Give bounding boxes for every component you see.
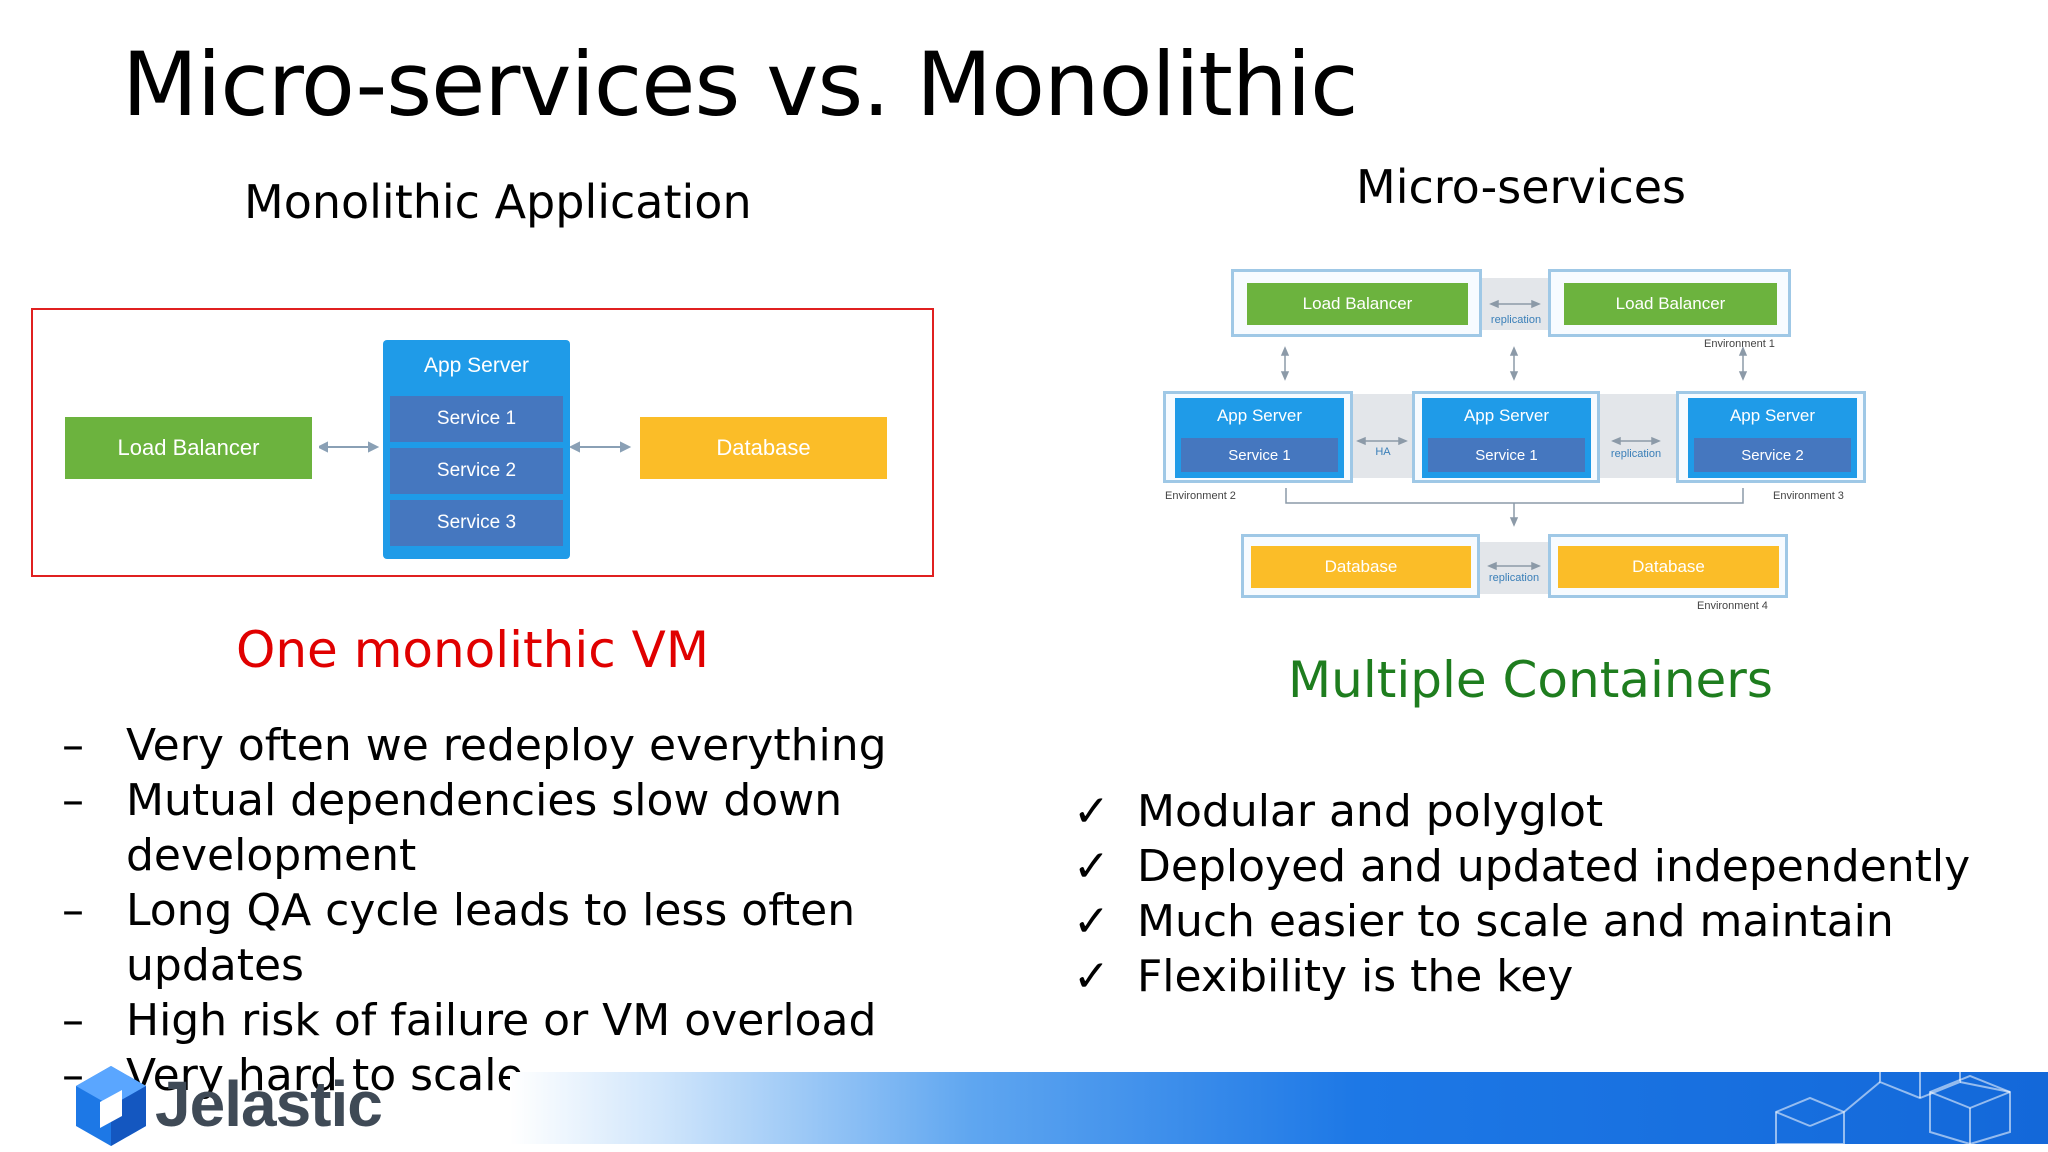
micro-service-1a: Service 1: [1181, 438, 1338, 472]
dash-bullet: –: [62, 775, 84, 826]
environment-3-label: Environment 3: [1773, 490, 1844, 502]
cons-list: –Very often we redeploy everything –Mutu…: [62, 718, 1002, 1103]
list-item: –Long QA cycle leads to less often updat…: [62, 885, 856, 991]
pros-list: ✓Modular and polyglot ✓Deployed and upda…: [1073, 784, 2033, 1004]
cube-network-icon: [1775, 1024, 2011, 1144]
env-lb-right: Load Balancer: [1548, 269, 1791, 337]
list-item: –Mutual dependencies slow down developme…: [62, 775, 843, 881]
monolithic-caption: One monolithic VM: [236, 621, 709, 679]
micro-database-2: Database: [1558, 546, 1779, 588]
mono-connectors: [319, 441, 632, 453]
micro-load-balancer-2: Load Balancer: [1564, 283, 1777, 325]
list-item: ✓Deployed and updated independently: [1073, 841, 1971, 892]
check-icon: ✓: [1073, 786, 1110, 837]
mono-service-1: Service 1: [390, 396, 563, 442]
env-db-left: Database: [1241, 534, 1480, 598]
db-replication-label: replication: [1488, 572, 1540, 584]
list-item: –High risk of failure or VM overload: [62, 995, 877, 1046]
mono-database: Database: [640, 417, 887, 479]
mono-load-balancer: Load Balancer: [65, 417, 312, 479]
micro-load-balancer-1: Load Balancer: [1247, 283, 1468, 325]
jelastic-cube-icon: [76, 1066, 146, 1146]
env-lb-left: Load Balancer: [1231, 269, 1482, 337]
microservices-heading: Micro-services: [1356, 160, 1686, 214]
microservices-caption: Multiple Containers: [1288, 651, 1773, 709]
environment-1-label: Environment 1: [1704, 338, 1775, 350]
ha-label: HA: [1375, 446, 1391, 458]
mono-service-3: Service 3: [390, 500, 563, 546]
check-icon: ✓: [1073, 951, 1110, 1002]
footer-bar: [510, 1072, 2048, 1144]
dash-bullet: –: [62, 995, 84, 1046]
env-app-2: App Server Service 1: [1412, 391, 1600, 483]
mono-app-server-label: App Server: [423, 354, 530, 377]
dash-bullet: –: [62, 885, 84, 936]
micro-service-2: Service 2: [1694, 438, 1851, 472]
env-db-right: Database: [1548, 534, 1788, 598]
slide-title: Micro-services vs. Monolithic: [122, 33, 1359, 136]
micro-database-1: Database: [1251, 546, 1471, 588]
micro-app-server-2: App Server: [1463, 406, 1550, 425]
environment-4-label: Environment 4: [1697, 600, 1768, 612]
monolithic-heading: Monolithic Application: [244, 175, 752, 229]
dash-bullet: –: [62, 720, 84, 771]
app-replication-label: replication: [1610, 448, 1662, 460]
list-item: –Very hard to scale: [62, 1050, 524, 1101]
microservices-diagram: Load Balancer Load Balancer replication …: [1160, 266, 1870, 616]
mono-service-2: Service 2: [390, 448, 563, 494]
mono-app-server: App Server Service 1 Service 2 Service 3: [383, 340, 570, 559]
check-icon: ✓: [1073, 841, 1110, 892]
list-item: –Very often we redeploy everything: [62, 720, 887, 771]
lb-replication-label: replication: [1490, 314, 1542, 326]
list-item: ✓Much easier to scale and maintain: [1073, 896, 1894, 947]
micro-connectors: [1280, 299, 1748, 571]
list-item: ✓Flexibility is the key: [1073, 951, 1574, 1002]
jelastic-logo-text: Jelastic: [155, 1068, 383, 1140]
micro-service-1b: Service 1: [1428, 438, 1585, 472]
micro-app-server-1: App Server: [1216, 406, 1303, 425]
list-item: ✓Modular and polyglot: [1073, 786, 1604, 837]
micro-app-server-3: App Server: [1729, 406, 1816, 425]
env-app-1: App Server Service 1: [1163, 391, 1353, 483]
monolithic-diagram: Load Balancer App Server Service 1 Servi…: [31, 308, 934, 577]
env-app-3: App Server Service 2: [1676, 391, 1866, 483]
environment-2-label: Environment 2: [1165, 490, 1236, 502]
check-icon: ✓: [1073, 896, 1110, 947]
